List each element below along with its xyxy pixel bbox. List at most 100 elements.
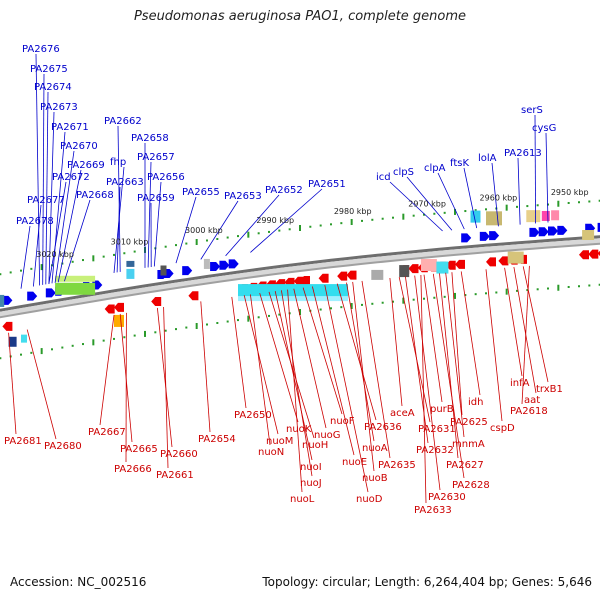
tick-mark xyxy=(443,295,446,298)
reverse-gene-arrow xyxy=(486,257,496,267)
reverse-label-line xyxy=(293,288,327,429)
tick-mark xyxy=(195,239,198,246)
forward-label-line xyxy=(437,172,465,230)
tick-mark xyxy=(547,287,549,290)
tick-mark xyxy=(40,264,43,271)
tick-mark xyxy=(9,271,12,274)
reverse-gene-label: PA2633 xyxy=(414,505,452,516)
forward-gene-label: PA2613 xyxy=(504,148,542,159)
genome-title: Pseudomonas aeruginosa PAO1, complete ge… xyxy=(133,9,467,24)
reverse-label-line xyxy=(513,267,537,394)
forward-gene-label: fhp xyxy=(110,157,126,168)
forward-gene-arrow xyxy=(219,260,230,270)
forward-label-line xyxy=(117,125,121,272)
scale-label: 3020 kbp xyxy=(36,250,74,259)
reverse-gene-label: trxB1 xyxy=(536,384,563,395)
forward-label-line xyxy=(35,53,40,286)
tick-mark xyxy=(454,292,456,299)
reverse-gene-arrow xyxy=(104,304,115,314)
reverse-gene-arrow xyxy=(346,270,357,280)
tick-mark xyxy=(381,217,384,220)
forward-label-line xyxy=(33,204,42,287)
reverse-gene-label: nuoD xyxy=(356,494,383,505)
tick-mark xyxy=(268,314,270,317)
reverse-label-line xyxy=(420,274,427,504)
reverse-label-line xyxy=(460,271,481,396)
reverse-label-line xyxy=(302,287,343,415)
tick-mark xyxy=(92,339,95,346)
tick-mark xyxy=(206,323,208,326)
reverse-gene-label: PA2618 xyxy=(510,406,548,417)
forward-label-line xyxy=(45,91,49,285)
reverse-gene-label: nuoH xyxy=(302,440,328,451)
forward-gene-label: PA2670 xyxy=(60,141,98,152)
tick-mark xyxy=(588,200,591,203)
reverse-label-line xyxy=(352,281,375,472)
reverse-label-line xyxy=(504,267,523,377)
tick-mark xyxy=(71,260,74,263)
tick-mark xyxy=(536,288,539,291)
tick-mark xyxy=(392,300,394,303)
upper-tick-track xyxy=(0,199,600,276)
reverse-label-line xyxy=(259,293,299,423)
forward-gene-arrow xyxy=(529,227,540,237)
tick-mark xyxy=(237,235,239,238)
reverse-gene-label: nuoN xyxy=(258,447,284,458)
forward-gene-arrow xyxy=(538,227,549,237)
reverse-gene-label: nuoJ xyxy=(300,478,322,489)
tick-mark xyxy=(154,331,157,334)
tick-mark xyxy=(257,232,260,235)
feature-block xyxy=(114,314,124,327)
reverse-gene-label: PA2681 xyxy=(4,436,42,447)
forward-gene-label: PA2675 xyxy=(30,64,68,75)
reverse-gene-label: PA2625 xyxy=(450,417,488,428)
tick-mark xyxy=(237,319,239,322)
forward-gene-label: PA2673 xyxy=(40,102,78,113)
forward-gene-label: PA2657 xyxy=(137,152,175,163)
tick-mark xyxy=(598,283,600,286)
forward-gene-arrow xyxy=(45,288,56,298)
reverse-label-line xyxy=(439,273,459,459)
feature-block xyxy=(399,265,410,278)
forward-label-line xyxy=(147,161,152,268)
forward-gene-label: clpA xyxy=(424,163,446,174)
reverse-label-line xyxy=(200,301,211,433)
tick-mark xyxy=(164,329,167,332)
tick-mark xyxy=(144,330,146,337)
reverse-gene-arrow xyxy=(408,264,419,274)
feature-block xyxy=(21,334,27,343)
reverse-gene-label: nuoM xyxy=(266,436,293,447)
tick-mark xyxy=(443,211,446,214)
tick-mark xyxy=(423,213,425,216)
tick-mark xyxy=(464,294,467,297)
tick-mark xyxy=(350,219,353,226)
reverse-gene-arrow xyxy=(579,250,589,260)
reverse-gene-arrow xyxy=(293,276,304,286)
scale-label: 2950 kbp xyxy=(551,188,589,197)
reverse-gene-arrow xyxy=(597,250,600,257)
reverse-gene-label: PA2680 xyxy=(44,441,82,452)
tick-mark xyxy=(340,222,343,225)
scale-label: 2970 kbp xyxy=(408,199,446,208)
tick-mark xyxy=(485,208,487,211)
tick-mark xyxy=(226,320,229,323)
tick-mark xyxy=(371,302,374,305)
forward-label-line xyxy=(389,181,443,232)
forward-gene-label: PA2652 xyxy=(265,185,303,196)
tick-mark xyxy=(526,289,529,292)
tick-mark xyxy=(319,308,322,311)
reverse-label-line xyxy=(324,284,369,493)
tick-mark xyxy=(164,245,167,248)
forward-gene-arrow xyxy=(597,222,600,232)
reverse-label-line xyxy=(8,332,17,435)
reverse-gene-label: PA2635 xyxy=(378,460,416,471)
tick-mark xyxy=(61,346,64,349)
forward-label-line xyxy=(116,186,121,273)
forward-label-line xyxy=(200,200,239,260)
backbone-band xyxy=(0,238,600,317)
reverse-gene-label: PA2666 xyxy=(114,464,152,475)
reverse-gene-arrow xyxy=(188,291,199,301)
reverse-gene-label: nuoF xyxy=(330,416,355,427)
